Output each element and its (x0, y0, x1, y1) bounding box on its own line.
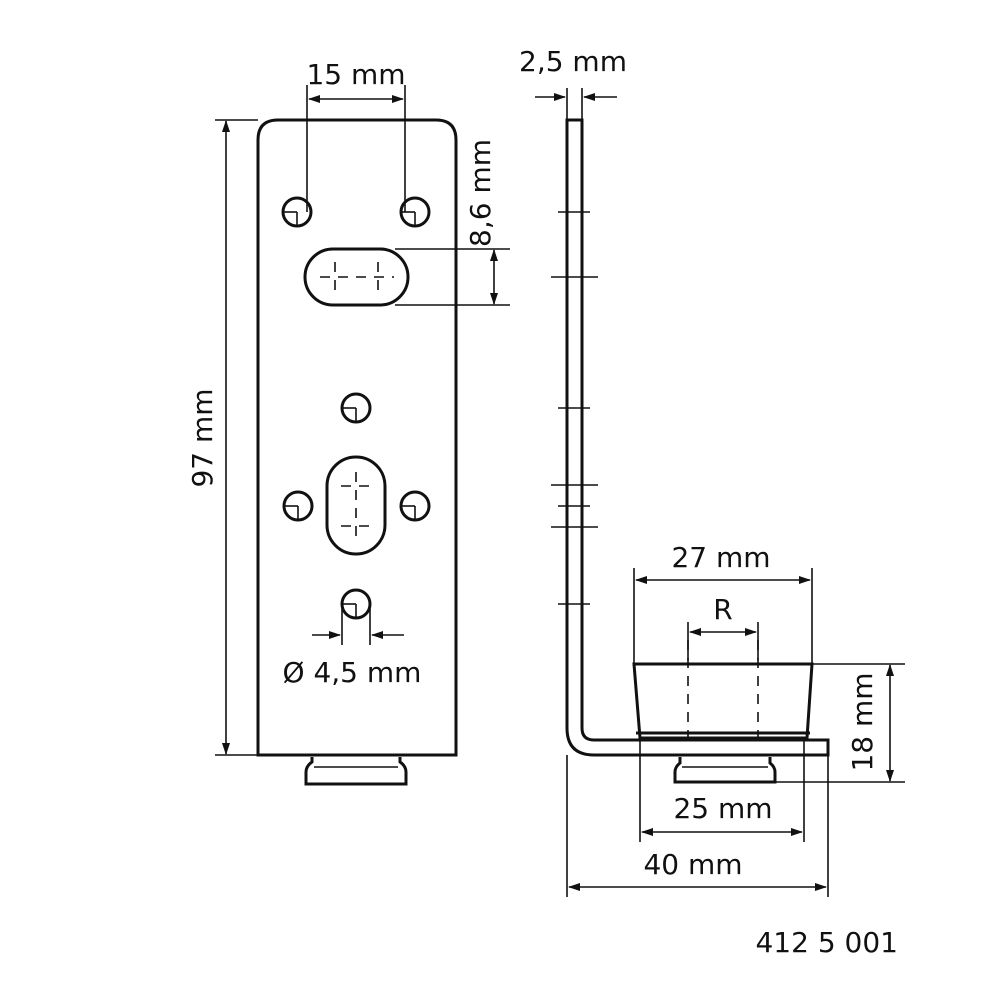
dim-buffer-top: 27 mm (633, 541, 813, 664)
dim-hole-diameter-label: Ø 4,5 mm (283, 656, 422, 689)
dim-buffer-top-label: 27 mm (671, 541, 770, 574)
front-view: 15 mm 8,6 mm 97 mm Ø 4,5 mm (186, 58, 510, 786)
side-bracket-profile (565, 118, 830, 757)
lower-center-hole (340, 588, 372, 620)
dim-hole-diameter: Ø 4,5 mm (283, 604, 422, 689)
dim-slot-height: 8,6 mm (395, 139, 510, 306)
dim-hole-spacing-label: 15 mm (306, 58, 405, 91)
dim-buffer-height: 18 mm (775, 663, 905, 783)
dim-depth-label: 40 mm (643, 848, 742, 881)
horizontal-slot (303, 247, 410, 307)
dim-buffer-bottom-label: 25 mm (673, 792, 772, 825)
dim-height: 97 mm (186, 119, 258, 756)
dim-thickness: 2,5 mm (519, 45, 627, 120)
side-lower-buffer (673, 757, 777, 784)
dim-hole-spacing: 15 mm (306, 58, 406, 212)
dim-slot-height-label: 8,6 mm (464, 139, 497, 247)
dim-radius-label: R (713, 593, 732, 626)
dim-depth: 40 mm (566, 755, 829, 897)
top-left-hole (281, 196, 313, 228)
right-center-hole (399, 490, 431, 522)
upper-center-hole (340, 392, 372, 424)
dim-buffer-height-label: 18 mm (846, 672, 879, 771)
left-center-hole (282, 490, 314, 522)
front-buffer (304, 757, 408, 786)
dim-thickness-label: 2,5 mm (519, 45, 627, 78)
top-right-hole (399, 196, 431, 228)
part-number: 412 5 001 (755, 926, 898, 959)
dim-height-label: 97 mm (186, 388, 219, 487)
dim-buffer-bottom: 25 mm (639, 740, 805, 842)
side-view: 2,5 mm 27 mm R 18 mm 25 mm (519, 45, 905, 897)
side-hole-ticks (551, 211, 598, 605)
vertical-slot (325, 455, 387, 556)
dim-radius: R (687, 593, 759, 660)
side-buffer (632, 640, 814, 740)
